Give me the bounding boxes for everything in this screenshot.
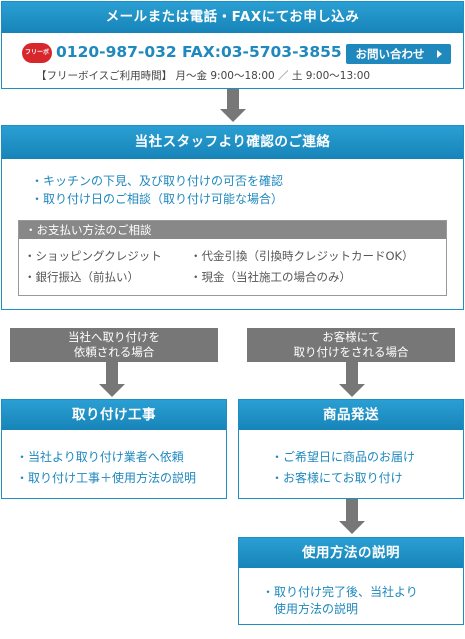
inquiry-button-label: お問い合わせ bbox=[355, 47, 425, 61]
inquiry-button[interactable]: お問い合わせ bbox=[346, 44, 451, 64]
branch-right-label: お客様にて 取り付けをされる場合 bbox=[247, 328, 455, 362]
confirm-item-2: ・取り付け日のご相談（取り付け可能な場合） bbox=[31, 192, 284, 206]
arrow-down-1 bbox=[220, 89, 246, 122]
install-item-1: ・当社より取り付け業者へ依頼 bbox=[16, 450, 184, 464]
usage-item-line2: 使用方法の説明 bbox=[274, 602, 359, 616]
hours-text: 【フリーボイスご利用時間】 月～金 9:00～18:00 ／ 土 9:00～13… bbox=[36, 70, 371, 82]
install-title: 取り付け工事 bbox=[2, 400, 226, 430]
confirm-title: 当社スタッフより確認のご連絡 bbox=[2, 126, 463, 159]
triangle-right-icon bbox=[436, 50, 442, 58]
usage-box: 使用方法の説明 ・取り付け完了後、当社より 使用方法の説明 bbox=[238, 537, 464, 625]
arrow-down-right bbox=[339, 362, 365, 398]
contact-title: メールまたは電話・FAXにてお申し込み bbox=[2, 2, 463, 33]
payment-item-2: ・代金引換（引換時クレジットカードOK） bbox=[190, 249, 414, 263]
install-item-2: ・取り付け工事＋使用方法の説明 bbox=[16, 471, 197, 485]
shipping-item-2: ・お客様にてお取り付け bbox=[271, 471, 403, 485]
branch-left-label: 当社へ取り付けを 依頼される場合 bbox=[10, 328, 218, 362]
arrow-down-usage bbox=[339, 499, 365, 537]
usage-title: 使用方法の説明 bbox=[239, 538, 463, 568]
shipping-title: 商品発送 bbox=[239, 400, 463, 430]
payment-item-4: ・現金（当社施工の場合のみ） bbox=[190, 270, 351, 284]
confirm-item-1: ・キッチンの下見、及び取り付けの可否を確認 bbox=[31, 174, 284, 188]
shipping-box: 商品発送 ・ご希望日に商品のお届け ・お客様にてお取り付け bbox=[238, 399, 464, 499]
fax-number: FAX:03-5703-3855 bbox=[182, 43, 342, 61]
payment-item-1: ・ショッピングクレジット bbox=[24, 249, 162, 263]
payment-title: ・お支払い方法のご相談 bbox=[19, 221, 446, 239]
arrow-down-left bbox=[99, 362, 125, 398]
shipping-item-1: ・ご希望日に商品のお届け bbox=[271, 450, 416, 464]
payment-item-3: ・銀行振込（前払い） bbox=[24, 270, 139, 284]
confirm-box: 当社スタッフより確認のご連絡 ・キッチンの下見、及び取り付けの可否を確認 ・取り… bbox=[1, 125, 464, 310]
freedial-logo: フリーボイス bbox=[22, 43, 52, 63]
install-box: 取り付け工事 ・当社より取り付け業者へ依頼 ・取り付け工事＋使用方法の説明 bbox=[1, 399, 227, 499]
payment-box: ・お支払い方法のご相談 ・ショッピングクレジット ・代金引換（引換時クレジットカ… bbox=[18, 220, 447, 296]
phone-number[interactable]: 0120-987-032 bbox=[56, 43, 177, 61]
usage-item-line1: ・取り付け完了後、当社より bbox=[262, 585, 418, 599]
contact-box: メールまたは電話・FAXにてお申し込み フリーボイス 0120-987-032 … bbox=[1, 1, 464, 89]
